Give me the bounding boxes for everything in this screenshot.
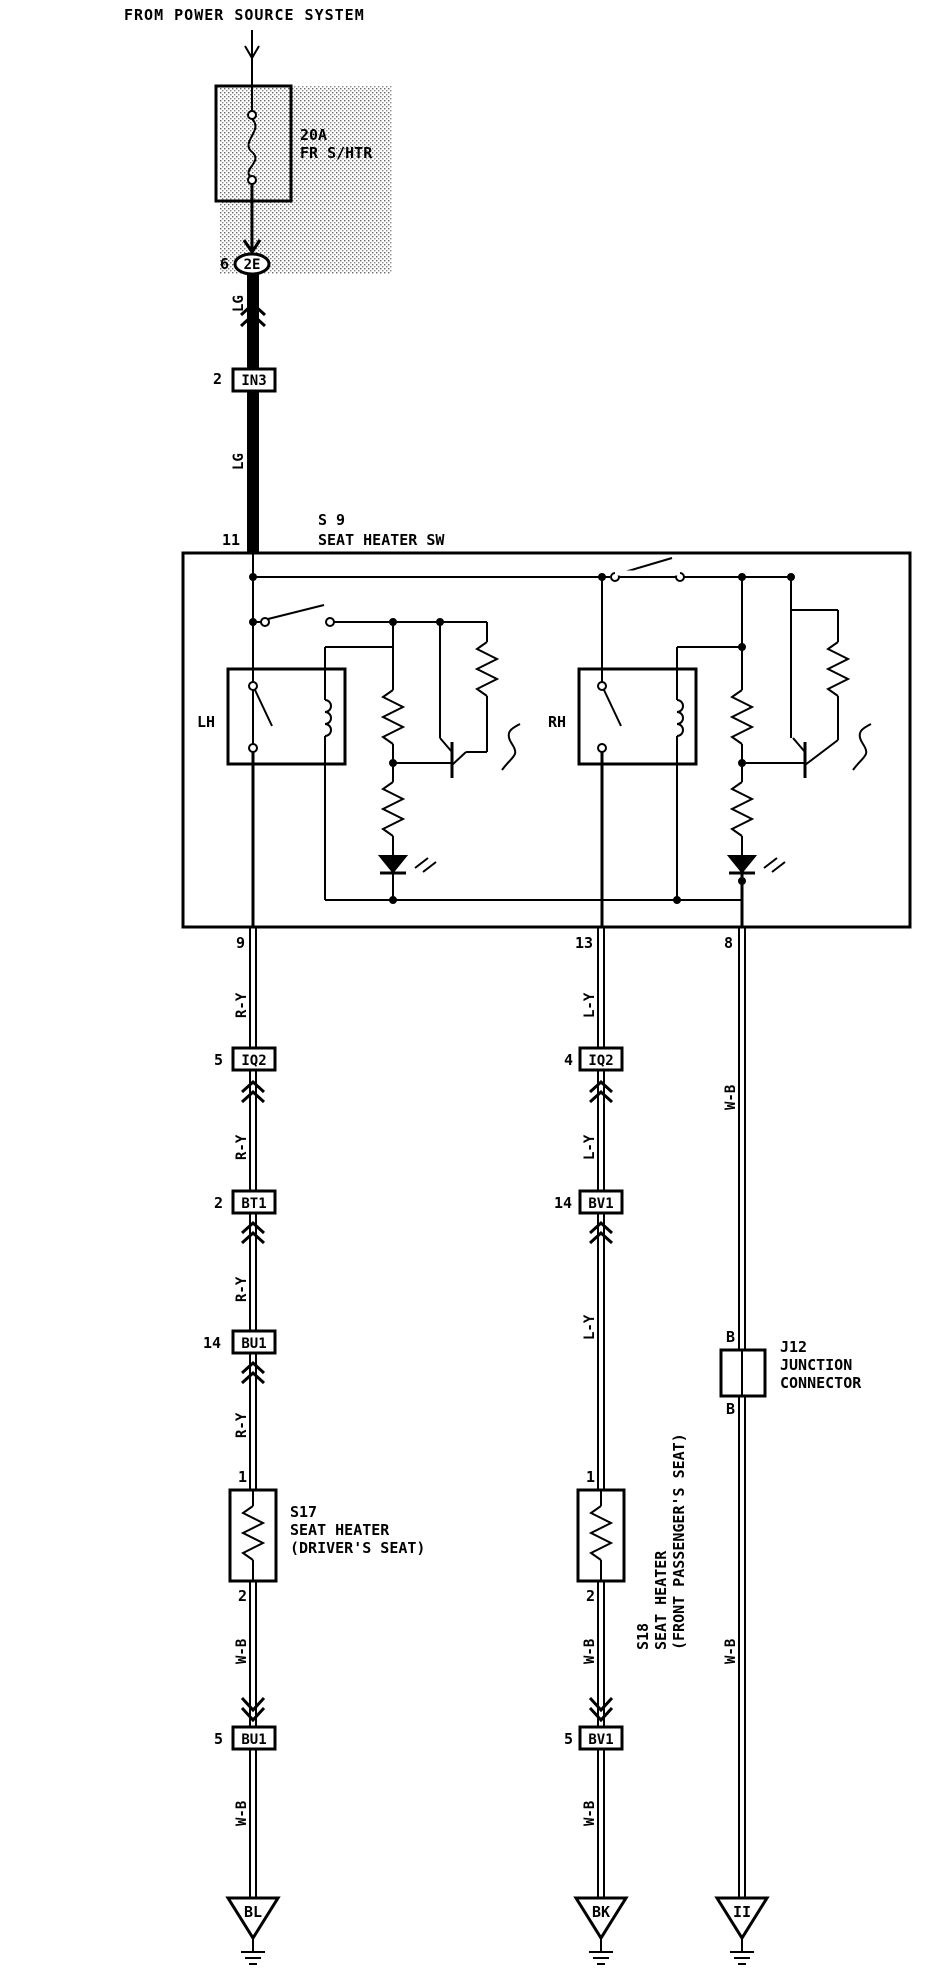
connector-bu1-bottom — [231, 1725, 277, 1751]
connector-in3-label: IN3 — [241, 373, 266, 389]
heater-passenger-pin-1: 1 — [586, 1468, 595, 1486]
connector-bv1-top-label: BV1 — [588, 1196, 613, 1212]
wire-ry-label-3: R-Y — [234, 1276, 250, 1302]
connector-bu1-top-pin: 14 — [203, 1334, 221, 1352]
heater-passenger-resistor-icon — [588, 1490, 614, 1581]
wire-wb-right — [738, 927, 746, 1898]
wire-lg-label-1: LG — [231, 295, 247, 312]
heater-driver-name: SEAT HEATER — [290, 1521, 390, 1539]
connector-bt1-pin: 2 — [214, 1194, 223, 1212]
heater-passenger-id: S18 — [634, 1623, 652, 1650]
connector-bt1 — [231, 1189, 277, 1215]
connector-bv1-top-pin: 14 — [554, 1194, 572, 1212]
wire-ry-label-4: R-Y — [234, 1412, 250, 1438]
connector-bu1-top — [231, 1329, 277, 1355]
ground-right-label: II — [733, 1903, 751, 1921]
connector-bv1-bottom-label: BV1 — [588, 1732, 613, 1748]
wire-ly-label-2: L-Y — [582, 1134, 598, 1160]
connector-iq2-right-label: IQ2 — [588, 1053, 613, 1069]
connector-bv1-bottom — [578, 1725, 624, 1751]
wire-wb-label-left-2: W-B — [234, 1801, 250, 1826]
switch-pin-13: 13 — [575, 934, 593, 952]
fuse-pin: 6 — [220, 255, 229, 273]
heater-driver-id: S17 — [290, 1503, 317, 1521]
power-source-label: FROM POWER SOURCE SYSTEM — [124, 6, 365, 24]
wire-wb-label-left-1: W-B — [234, 1639, 250, 1664]
wire-lg-upper — [247, 274, 259, 378]
switch-id: S 9 — [318, 511, 345, 529]
junction-id: J12 — [780, 1338, 807, 1356]
wire-ly — [597, 927, 605, 1490]
fuse-name: FR S/HTR — [300, 144, 373, 162]
connector-iq2-left — [231, 1046, 277, 1072]
connector-iq2-left-label: IQ2 — [241, 1053, 266, 1069]
junction-line1: JUNCTION — [780, 1356, 852, 1374]
switch-pin-9: 9 — [236, 934, 245, 952]
wire-lg-lower — [247, 391, 259, 553]
wire-ry-arrows — [240, 1079, 266, 1385]
ground-middle-label: BK — [592, 1903, 610, 1921]
heater-driver-resistor-icon — [240, 1490, 266, 1581]
heater-driver-pin-2: 2 — [238, 1587, 247, 1605]
heater-driver-pin-1: 1 — [238, 1468, 247, 1486]
heater-driver-desc: (DRIVER'S SEAT) — [290, 1539, 425, 1557]
wire-wb-label-mid-2: W-B — [582, 1801, 598, 1826]
connector-bv1-bottom-pin: 5 — [564, 1730, 573, 1748]
wire-lg-label-2: LG — [231, 453, 247, 470]
connector-bu1-bottom-pin: 5 — [214, 1730, 223, 1748]
junction-line2: CONNECTOR — [780, 1374, 862, 1392]
switch-label-rh: RH — [548, 713, 566, 731]
connector-in3-pin: 2 — [213, 370, 222, 388]
wire-ly-arrows — [588, 1079, 614, 1245]
wire-ry-label-2: R-Y — [234, 1134, 250, 1160]
heater-passenger-name: SEAT HEATER — [652, 1550, 670, 1650]
connector-bt1-label: BT1 — [241, 1196, 266, 1212]
connector-bv1-top — [578, 1189, 624, 1215]
junction-pin-top: B — [726, 1328, 735, 1346]
switch-name: SEAT HEATER SW — [318, 531, 445, 549]
heater-passenger-desc: (FRONT PASSENGER'S SEAT) — [670, 1433, 688, 1650]
connector-iq2-right-pin: 4 — [564, 1051, 573, 1069]
wire-wb-label-mid-1: W-B — [582, 1639, 598, 1664]
wire-wb-label-right-1: W-B — [723, 1085, 739, 1110]
connector-bu1-top-label: BU1 — [241, 1336, 266, 1352]
connector-iq2-right — [578, 1046, 624, 1072]
ground-left-icon — [225, 1896, 281, 1965]
ground-right-icon — [714, 1896, 770, 1965]
connector-2e-label: 2E — [244, 257, 261, 273]
fuse-rating: 20A — [300, 126, 327, 144]
connector-iq2-left-pin: 5 — [214, 1051, 223, 1069]
switch-pin-8: 8 — [724, 934, 733, 952]
seat-heater-switch-box — [181, 551, 912, 929]
ground-middle-icon — [573, 1896, 629, 1965]
ground-left-label: BL — [244, 1903, 262, 1921]
wire-ly-label-1: L-Y — [582, 992, 598, 1018]
switch-pin-11: 11 — [222, 531, 240, 549]
wire-ry-label-1: R-Y — [234, 992, 250, 1018]
fuse-out-arrow-icon — [242, 239, 262, 255]
junction-pin-bottom: B — [726, 1400, 735, 1418]
wire-ly-label-3: L-Y — [582, 1314, 598, 1340]
switch-label-lh: LH — [197, 713, 215, 731]
heater-passenger-pin-2: 2 — [586, 1587, 595, 1605]
fuse-icon — [247, 118, 257, 179]
switch-internal-circuit — [226, 553, 872, 927]
power-arrow-icon — [244, 30, 260, 60]
wire-wb-label-right-2: W-B — [723, 1639, 739, 1664]
fuse-block-shading — [220, 86, 392, 274]
connector-bu1-bottom-label: BU1 — [241, 1732, 266, 1748]
